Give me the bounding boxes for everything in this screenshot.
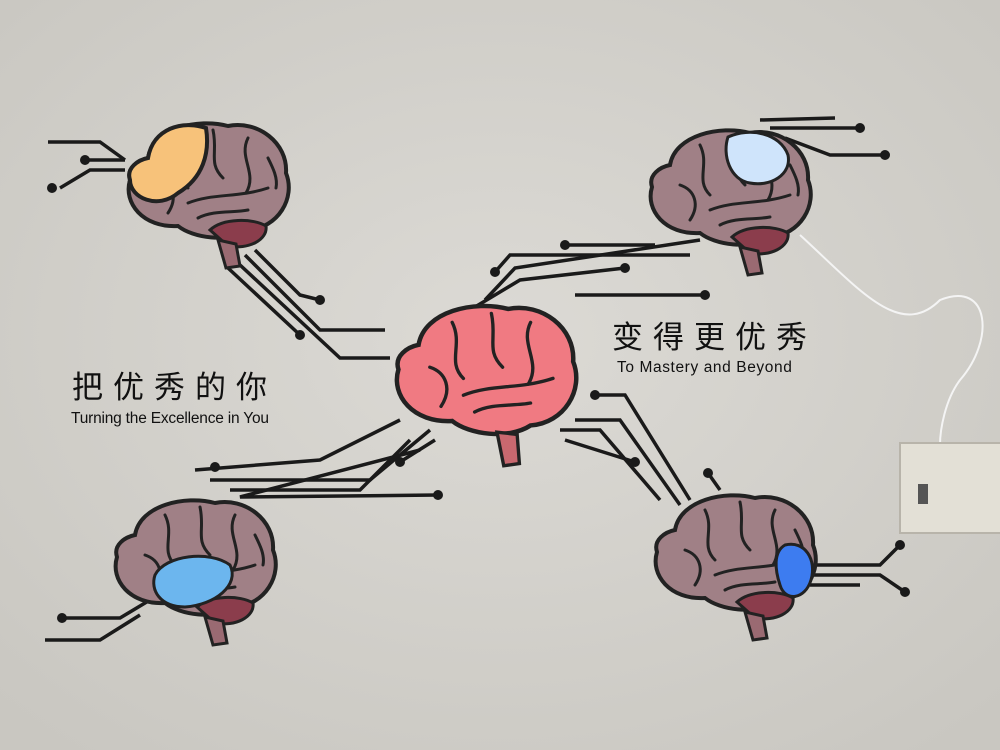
temporal-lobe-highlight — [152, 554, 234, 609]
frontal-lobe-highlight — [127, 123, 209, 204]
brain-top-left — [126, 121, 291, 270]
brain-bottom-right — [653, 493, 818, 642]
occipital-lobe-highlight — [774, 542, 814, 598]
brain-center — [394, 303, 579, 468]
parietal-lobe-highlight — [724, 130, 790, 186]
left-subtitle: Turning the Excellence in You — [71, 410, 269, 427]
power-cable — [799, 234, 984, 446]
right-title: 变得更优秀 — [612, 320, 817, 356]
switch-box — [899, 442, 1000, 534]
brain-top-right — [648, 128, 813, 277]
left-title: 把优秀的你 — [72, 370, 277, 406]
right-subtitle: To Mastery and Beyond — [617, 359, 793, 376]
circuit-dots — [47, 123, 910, 623]
brain-bottom-left — [113, 498, 278, 647]
circuit-lines — [45, 116, 906, 642]
